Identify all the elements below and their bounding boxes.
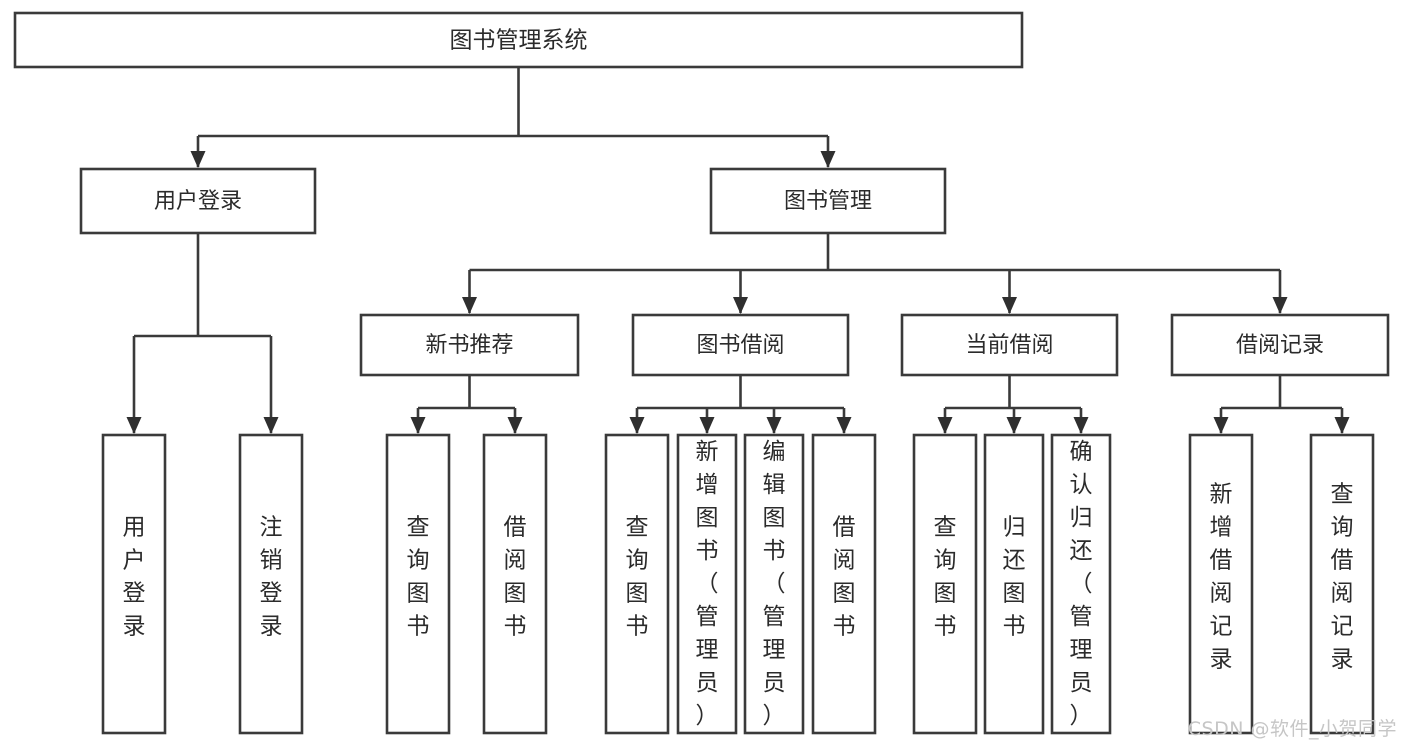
node-box-leaf-query-borrow-record bbox=[1309, 433, 1375, 735]
arrow-head-icon bbox=[1334, 417, 1350, 434]
edge-group-borrow-record bbox=[1213, 375, 1350, 434]
node-label-leaf-confirm-return-admin: 确认归还（管理员） bbox=[1070, 439, 1093, 729]
node-label-borrow-record: 借阅记录 bbox=[1236, 333, 1324, 358]
node-label-root: 图书管理系统 bbox=[450, 28, 588, 54]
node-box-new-book-recommend bbox=[359, 313, 580, 377]
node-leaf-borrow-book-recommend[interactable]: 借阅图书 bbox=[482, 433, 548, 735]
node-leaf-query-book-current[interactable]: 查询图书 bbox=[912, 433, 978, 735]
node-box-borrow-record bbox=[1170, 313, 1390, 377]
arrow-head-icon bbox=[462, 297, 477, 314]
node-borrow-record[interactable]: 借阅记录 bbox=[1170, 313, 1390, 377]
node-label-leaf-add-book-admin: 新增图书（管理员） bbox=[696, 439, 719, 729]
node-leaf-query-book-borrow[interactable]: 查询图书 bbox=[604, 433, 670, 735]
node-user-login[interactable]: 用户登录 bbox=[79, 167, 317, 235]
arrow-head-icon bbox=[126, 417, 142, 434]
node-root[interactable]: 图书管理系统 bbox=[13, 11, 1024, 69]
arrow-head-icon bbox=[699, 417, 715, 434]
arrow-head-icon bbox=[1073, 417, 1089, 434]
arrow-head-icon bbox=[733, 297, 748, 314]
node-box-root bbox=[13, 11, 1024, 69]
node-leaf-user-login[interactable]: 用户登录 bbox=[101, 433, 167, 735]
node-label-leaf-edit-book-admin: 编辑图书（管理员） bbox=[763, 439, 786, 729]
node-book-manage[interactable]: 图书管理 bbox=[709, 167, 947, 235]
arrow-head-icon bbox=[766, 417, 782, 434]
arrow-head-icon bbox=[190, 151, 206, 168]
node-box-leaf-add-borrow-record bbox=[1188, 433, 1254, 735]
arrow-head-icon bbox=[836, 417, 852, 434]
arrow-head-icon bbox=[629, 417, 645, 434]
node-layer: 图书管理系统用户登录图书管理新书推荐图书借阅当前借阅借阅记录用户登录注销登录查询… bbox=[13, 11, 1390, 735]
node-label-user-login: 用户登录 bbox=[154, 189, 242, 214]
arrow-head-icon bbox=[820, 151, 836, 168]
node-box-leaf-confirm-return-admin bbox=[1050, 433, 1112, 735]
node-book-borrow[interactable]: 图书借阅 bbox=[631, 313, 850, 377]
node-label-leaf-query-book-current: 查询图书 bbox=[934, 515, 957, 640]
node-leaf-query-borrow-record[interactable]: 查询借阅记录 bbox=[1309, 433, 1375, 735]
node-box-book-manage bbox=[709, 167, 947, 235]
node-label-book-borrow: 图书借阅 bbox=[696, 333, 784, 358]
node-leaf-return-book[interactable]: 归还图书 bbox=[983, 433, 1045, 735]
node-label-leaf-query-book-borrow: 查询图书 bbox=[626, 515, 649, 640]
arrow-head-icon bbox=[1213, 417, 1229, 434]
arrow-head-icon bbox=[1002, 297, 1017, 314]
arrow-head-icon bbox=[507, 417, 523, 434]
node-box-leaf-return-book bbox=[983, 433, 1045, 735]
node-label-leaf-return-book: 归还图书 bbox=[1003, 515, 1026, 640]
node-box-leaf-query-book-recommend bbox=[385, 433, 451, 735]
node-label-leaf-query-borrow-record: 查询借阅记录 bbox=[1331, 482, 1354, 673]
arrow-head-icon bbox=[1272, 297, 1288, 314]
node-label-leaf-query-book-recommend: 查询图书 bbox=[407, 515, 430, 640]
node-box-leaf-query-book-current bbox=[912, 433, 978, 735]
node-box-leaf-borrow-book-recommend bbox=[482, 433, 548, 735]
node-box-book-borrow bbox=[631, 313, 850, 377]
edge-group-book-borrow bbox=[629, 375, 852, 434]
node-label-leaf-user-login: 用户登录 bbox=[123, 515, 146, 640]
node-leaf-logout[interactable]: 注销登录 bbox=[238, 433, 304, 735]
node-label-leaf-borrow-book-recommend: 借阅图书 bbox=[504, 515, 527, 640]
node-label-leaf-logout: 注销登录 bbox=[260, 515, 283, 640]
node-box-leaf-logout bbox=[238, 433, 304, 735]
node-label-current-borrow: 当前借阅 bbox=[965, 333, 1053, 358]
node-label-book-manage: 图书管理 bbox=[784, 189, 872, 214]
edge-group-user-login bbox=[126, 233, 279, 434]
node-leaf-edit-book-admin[interactable]: 编辑图书（管理员） bbox=[743, 433, 805, 735]
edge-group-root bbox=[190, 67, 836, 168]
edge-group-book-manage bbox=[462, 233, 1288, 314]
connector-layer bbox=[126, 67, 1350, 434]
node-box-user-login bbox=[79, 167, 317, 235]
node-box-leaf-edit-book-admin bbox=[743, 433, 805, 735]
edge-group-current-borrow bbox=[937, 375, 1089, 434]
csdn-watermark: CSDN @软件_小贺同学 bbox=[1187, 718, 1397, 740]
arrow-head-icon bbox=[1006, 417, 1022, 434]
node-leaf-add-borrow-record[interactable]: 新增借阅记录 bbox=[1188, 433, 1254, 735]
node-leaf-query-book-recommend[interactable]: 查询图书 bbox=[385, 433, 451, 735]
node-leaf-add-book-admin[interactable]: 新增图书（管理员） bbox=[676, 433, 738, 735]
arrow-head-icon bbox=[937, 417, 953, 434]
arrow-head-icon bbox=[263, 417, 279, 434]
node-box-leaf-borrow-book bbox=[811, 433, 877, 735]
node-leaf-borrow-book[interactable]: 借阅图书 bbox=[811, 433, 877, 735]
edge-group-new-book-recommend bbox=[410, 375, 523, 434]
arrow-head-icon bbox=[410, 417, 426, 434]
node-box-current-borrow bbox=[900, 313, 1119, 377]
node-label-leaf-borrow-book: 借阅图书 bbox=[833, 515, 856, 640]
node-leaf-confirm-return-admin[interactable]: 确认归还（管理员） bbox=[1050, 433, 1112, 735]
node-box-leaf-add-book-admin bbox=[676, 433, 738, 735]
node-box-leaf-query-book-borrow bbox=[604, 433, 670, 735]
node-new-book-recommend[interactable]: 新书推荐 bbox=[359, 313, 580, 377]
node-box-leaf-user-login bbox=[101, 433, 167, 735]
node-label-new-book-recommend: 新书推荐 bbox=[425, 333, 513, 358]
node-label-leaf-add-borrow-record: 新增借阅记录 bbox=[1210, 482, 1233, 673]
node-current-borrow[interactable]: 当前借阅 bbox=[900, 313, 1119, 377]
